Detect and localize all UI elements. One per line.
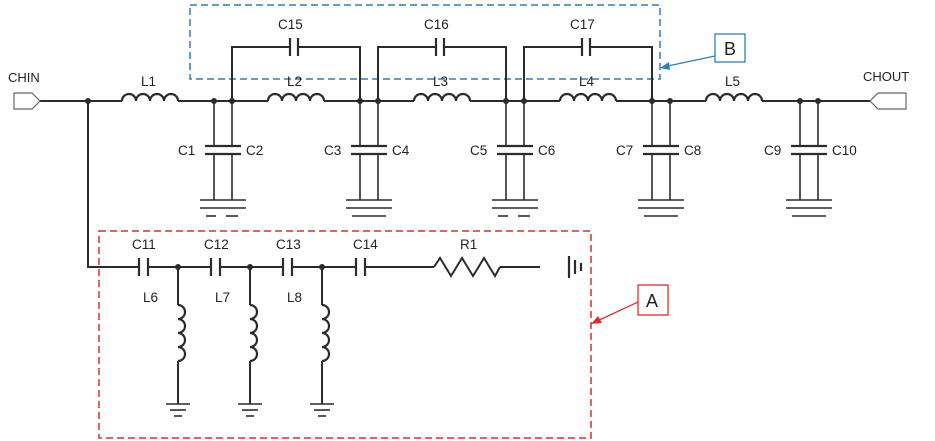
capacitor-c10-label: C10	[832, 143, 857, 158]
shunt-pair-c7-c8: C7 C8	[616, 101, 701, 217]
inductor-l7-label: L7	[215, 290, 230, 305]
capacitor-c13-label: C13	[276, 237, 301, 252]
branch-wiring	[87, 101, 540, 270]
output-port: CHOUT	[863, 69, 909, 110]
inductor-l4: L4	[558, 74, 618, 102]
capacitor-c12-label: C12	[204, 237, 229, 252]
inductor-l5-label: L5	[725, 74, 740, 89]
capacitor-c6-label: C6	[538, 143, 555, 158]
capacitor-c9-label: C9	[764, 143, 781, 158]
capacitor-c7-label: C7	[616, 143, 633, 158]
shunt-pair-c1-c2: C1 C2	[178, 101, 263, 217]
capacitor-c2-label: C2	[246, 143, 263, 158]
region-b-box	[189, 4, 661, 80]
capacitor-c14-label: C14	[353, 237, 378, 252]
shunt-pair-c3-c4: C3 C4	[324, 101, 410, 217]
junction-dots	[85, 98, 821, 104]
inductor-l3: L3	[412, 74, 472, 102]
capacitor-c16: C16	[377, 17, 507, 101]
inductor-l2-label: L2	[287, 74, 302, 89]
region-b-tag-text: B	[724, 39, 736, 59]
input-port-label: CHIN	[8, 70, 40, 85]
capacitor-c4-label: C4	[392, 143, 410, 158]
region-a-tag-text: A	[646, 291, 658, 311]
capacitor-c3-label: C3	[324, 143, 341, 158]
resistor-r1: R1	[433, 237, 501, 278]
inductor-l5: L5	[704, 74, 764, 102]
capacitor-c17: C17	[523, 17, 653, 101]
capacitor-c15-label: C15	[278, 17, 303, 32]
shunt-pair-c5-c6: C5 C6	[470, 101, 555, 217]
shunt-pair-c9-c10: C9 C10	[764, 101, 857, 217]
capacitor-c11: C11	[132, 237, 156, 276]
capacitor-c8-label: C8	[684, 143, 701, 158]
region-a-tag: A	[591, 284, 669, 324]
capacitor-c12: C12	[204, 237, 229, 276]
resistor-r1-label: R1	[460, 237, 477, 252]
capacitor-c14: C14	[353, 237, 378, 276]
capacitor-c13: C13	[276, 237, 301, 276]
capacitor-c11-label: C11	[132, 237, 156, 252]
inductor-l8: L8	[287, 267, 334, 417]
inductor-l8-label: L8	[287, 290, 302, 305]
region-b-tag: B	[660, 33, 746, 70]
region-a-box	[98, 230, 592, 439]
output-port-label: CHOUT	[863, 69, 909, 84]
inductor-l1-label: L1	[141, 74, 156, 89]
inductor-l7: L7	[215, 267, 262, 417]
capacitor-c16-label: C16	[424, 17, 449, 32]
capacitor-c17-label: C17	[570, 17, 595, 32]
capacitor-c5-label: C5	[470, 143, 487, 158]
inductor-l6-label: L6	[143, 290, 158, 305]
inductor-l4-label: L4	[579, 74, 595, 89]
inductor-l6: L6	[143, 267, 190, 417]
terminal-ground-icon	[567, 256, 583, 278]
input-port: CHIN	[8, 70, 41, 110]
capacitor-c1-label: C1	[178, 143, 195, 158]
inductor-l1: L1	[120, 74, 180, 102]
capacitor-c15: C15	[231, 17, 361, 101]
inductor-l2: L2	[266, 74, 326, 102]
inductor-l3-label: L3	[433, 74, 448, 89]
